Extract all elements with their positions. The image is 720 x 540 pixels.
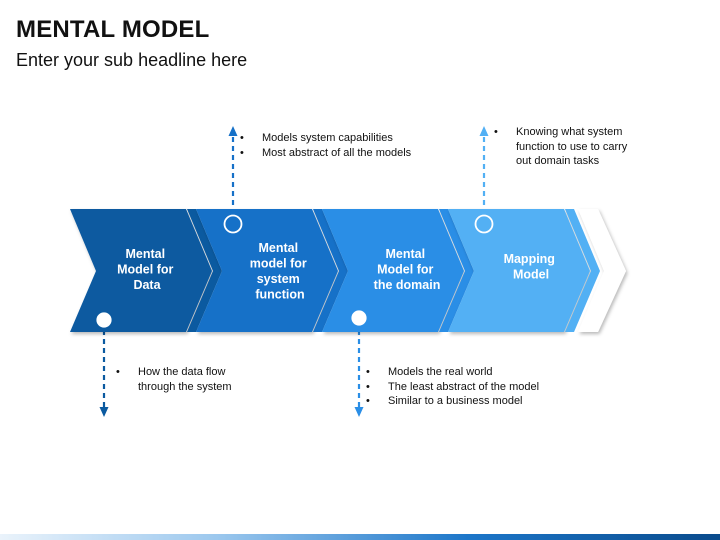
stage3-label: Mental Model for the domain xyxy=(374,247,441,292)
note-item: Knowing what system function to use to c… xyxy=(492,125,640,169)
notes-stage2: Models system capabilities Most abstract… xyxy=(238,131,448,160)
note-item: Models the real world xyxy=(364,365,584,380)
circle-stage4 xyxy=(474,214,494,234)
chevron-stage3 xyxy=(322,209,464,332)
chevron-labels: Mental Model for Data Mental model for s… xyxy=(117,241,559,302)
stage2-label: Mental model for system function xyxy=(250,241,310,302)
page-title: MENTAL MODEL xyxy=(16,16,210,43)
footer-gradient-bar xyxy=(0,534,720,540)
circle-stage1 xyxy=(94,310,114,330)
stage1-label: Mental Model for Data xyxy=(117,247,177,292)
note-item: The least abstract of the model xyxy=(364,380,584,395)
connector-circles xyxy=(94,214,494,330)
chevron-stage2-stripe xyxy=(313,209,348,332)
notes-stage3: Models the real world The least abstract… xyxy=(364,365,584,409)
chevron-row xyxy=(70,209,626,332)
chevron-stage4 xyxy=(448,209,590,332)
notes-stage1: How the data flow through the system xyxy=(114,365,254,394)
chevron-stage1-stripe xyxy=(187,209,222,332)
note-item: Most abstract of all the models xyxy=(238,146,448,161)
chevron-stage4-stripe-outer xyxy=(578,209,626,332)
connector-stage2-arrow-icon xyxy=(228,126,238,136)
connector-stage4-arrow-icon xyxy=(479,126,489,136)
note-item: Similar to a business model xyxy=(364,394,584,409)
page-subtitle: Enter your sub headline here xyxy=(16,50,248,70)
circle-stage3 xyxy=(349,308,369,328)
connector-stage1-arrow-icon xyxy=(99,407,109,417)
note-item: How the data flow through the system xyxy=(114,365,254,394)
chevron-stage1 xyxy=(70,209,212,332)
connectors xyxy=(99,126,489,417)
note-item: Models system capabilities xyxy=(238,131,448,146)
stage4-label: Mapping Model xyxy=(504,252,559,282)
chevron-stage3-stripe xyxy=(439,209,474,332)
chevron-stage2 xyxy=(196,209,338,332)
notes-stage4: Knowing what system function to use to c… xyxy=(492,125,640,169)
circle-stage2 xyxy=(223,214,243,234)
chevron-stage4-stripe xyxy=(565,209,600,332)
connector-stage3-arrow-icon xyxy=(354,407,364,417)
